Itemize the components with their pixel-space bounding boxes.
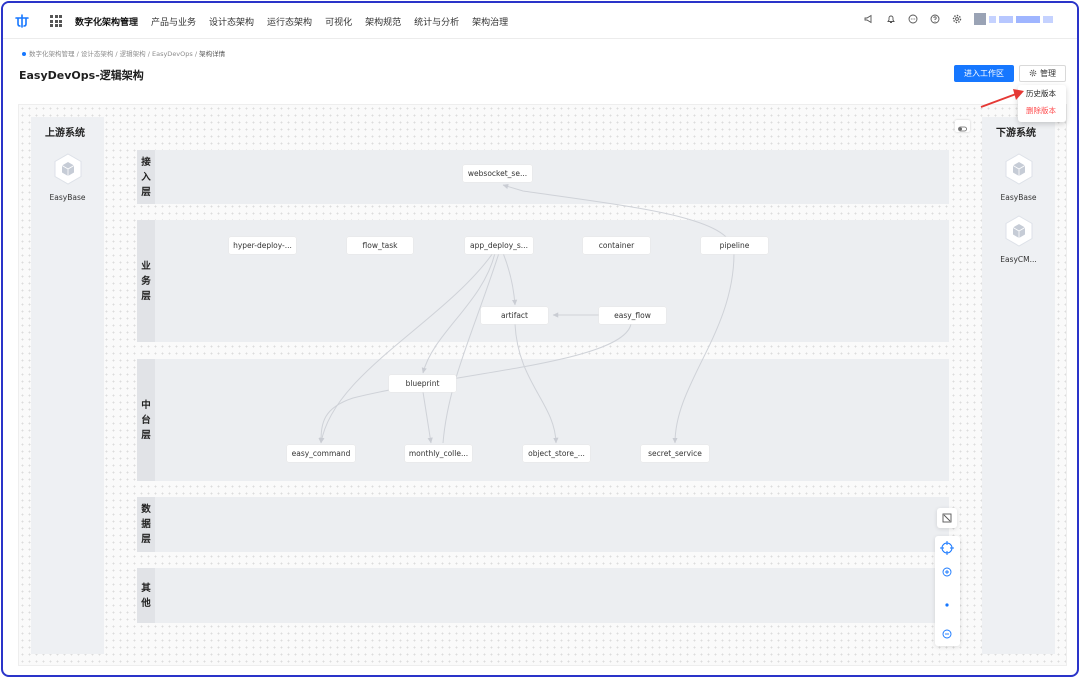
service-node[interactable]: secret_service: [641, 445, 709, 462]
cube-icon: [54, 153, 81, 185]
service-node[interactable]: websocket_se...: [463, 165, 532, 182]
lane-middle-platform: 中台层: [137, 359, 949, 481]
system-node[interactable]: EasyBase: [31, 153, 104, 202]
menu-item-runtime-arch[interactable]: 运行态架构: [267, 17, 313, 28]
lane-data: 数据层: [137, 497, 949, 552]
menu-item-governance[interactable]: 架构治理: [472, 17, 509, 28]
upstream-title: 上游系统: [45, 128, 85, 139]
system-label: EasyBase: [49, 193, 86, 202]
cube-icon: [1005, 153, 1032, 185]
lane-label: 数据层: [137, 497, 155, 552]
top-nav: 数字化架构管理 产品与业务 设计态架构 运行态架构 可视化 架构规范 统计与分析…: [3, 3, 1077, 39]
zoom-out-icon: [942, 629, 952, 639]
user-avatar[interactable]: [974, 13, 1053, 25]
service-node[interactable]: flow_task: [347, 237, 413, 254]
downstream-title: 下游系统: [996, 128, 1036, 139]
service-node[interactable]: container: [583, 237, 650, 254]
service-node[interactable]: object_store_...: [523, 445, 590, 462]
zoom-in-icon: [942, 567, 952, 577]
system-node[interactable]: EasyBase: [982, 153, 1055, 202]
megaphone-icon[interactable]: [864, 14, 874, 24]
lane-label: 其他: [137, 568, 155, 623]
app-logo-icon[interactable]: [13, 12, 31, 30]
gear-icon: [1029, 69, 1037, 77]
service-node[interactable]: easy_command: [287, 445, 355, 462]
service-node[interactable]: blueprint: [389, 375, 456, 392]
service-node[interactable]: easy_flow: [599, 307, 666, 324]
service-node[interactable]: monthly_colle...: [405, 445, 472, 462]
upstream-panel: 上游系统 EasyBase: [31, 117, 104, 654]
menu-item-product[interactable]: 产品与业务: [151, 17, 197, 28]
page-title: EasyDevOps-逻辑架构: [19, 69, 144, 82]
cube-icon: [1005, 215, 1032, 247]
lane-access: 接入层: [137, 150, 949, 204]
history-version-item[interactable]: 历史版本: [1026, 89, 1056, 98]
breadcrumb-current: 架构详情: [199, 50, 226, 58]
fit-view-button[interactable]: [937, 508, 957, 528]
toggle-icon: [958, 126, 967, 132]
service-node[interactable]: app_deploy_s...: [465, 237, 533, 254]
system-label: EasyBase: [1000, 193, 1037, 202]
service-node[interactable]: artifact: [481, 307, 548, 324]
breadcrumb-item[interactable]: EasyDevOps: [151, 50, 193, 58]
toggle-switch[interactable]: [955, 120, 970, 132]
menu-item-visualization[interactable]: 可视化: [325, 17, 353, 28]
downstream-panel: 下游系统 EasyBase EasyCM...: [982, 117, 1055, 654]
zoom-slider-handle[interactable]: [937, 595, 957, 615]
zoom-out-button[interactable]: [937, 624, 957, 644]
apps-grid-icon[interactable]: [50, 15, 62, 27]
locate-button[interactable]: [937, 538, 957, 558]
zoom-in-button[interactable]: [937, 562, 957, 582]
manage-label: 管理: [1040, 69, 1056, 78]
breadcrumb: 数字化架构管理 / 设计态架构 / 逻辑架构 / EasyDevOps / 架构…: [22, 48, 225, 58]
breadcrumb-item[interactable]: 数字化架构管理: [29, 50, 75, 58]
menu-item-design-arch[interactable]: 设计态架构: [209, 17, 255, 28]
crosshair-icon: [940, 541, 954, 555]
main-menu: 数字化架构管理 产品与业务 设计态架构 运行态架构 可视化 架构规范 统计与分析…: [75, 3, 508, 39]
service-node[interactable]: hyper-deploy-...: [229, 237, 296, 254]
breadcrumb-dot-icon: [22, 52, 26, 56]
system-node[interactable]: EasyCM...: [982, 215, 1055, 264]
gear-icon[interactable]: [952, 14, 962, 24]
message-icon[interactable]: [908, 14, 918, 24]
header-tools: [864, 13, 1053, 25]
fit-view-icon: [942, 513, 952, 523]
lane-label: 接入层: [137, 150, 155, 204]
breadcrumb-item[interactable]: 逻辑架构: [119, 50, 146, 58]
annotation-arrow-icon: [980, 89, 1024, 108]
manage-button[interactable]: 管理: [1019, 65, 1066, 82]
menu-item-digital-arch[interactable]: 数字化架构管理: [75, 17, 139, 28]
system-label: EasyCM...: [1000, 255, 1037, 264]
lane-label: 中台层: [137, 359, 155, 481]
menu-item-arch-standard[interactable]: 架构规范: [365, 17, 402, 28]
lane-label: 业务层: [137, 220, 155, 342]
help-icon[interactable]: [930, 14, 940, 24]
breadcrumb-item[interactable]: 设计态架构: [80, 50, 114, 58]
bell-icon[interactable]: [886, 14, 896, 24]
zoom-handle-icon: [945, 603, 949, 607]
menu-item-statistics[interactable]: 统计与分析: [414, 17, 460, 28]
delete-version-item[interactable]: 删除版本: [1026, 106, 1056, 115]
enter-workspace-button[interactable]: 进入工作区: [954, 65, 1014, 82]
lane-other: 其他: [137, 568, 949, 623]
service-node[interactable]: pipeline: [701, 237, 768, 254]
manage-dropdown: 历史版本 删除版本: [1018, 85, 1066, 122]
